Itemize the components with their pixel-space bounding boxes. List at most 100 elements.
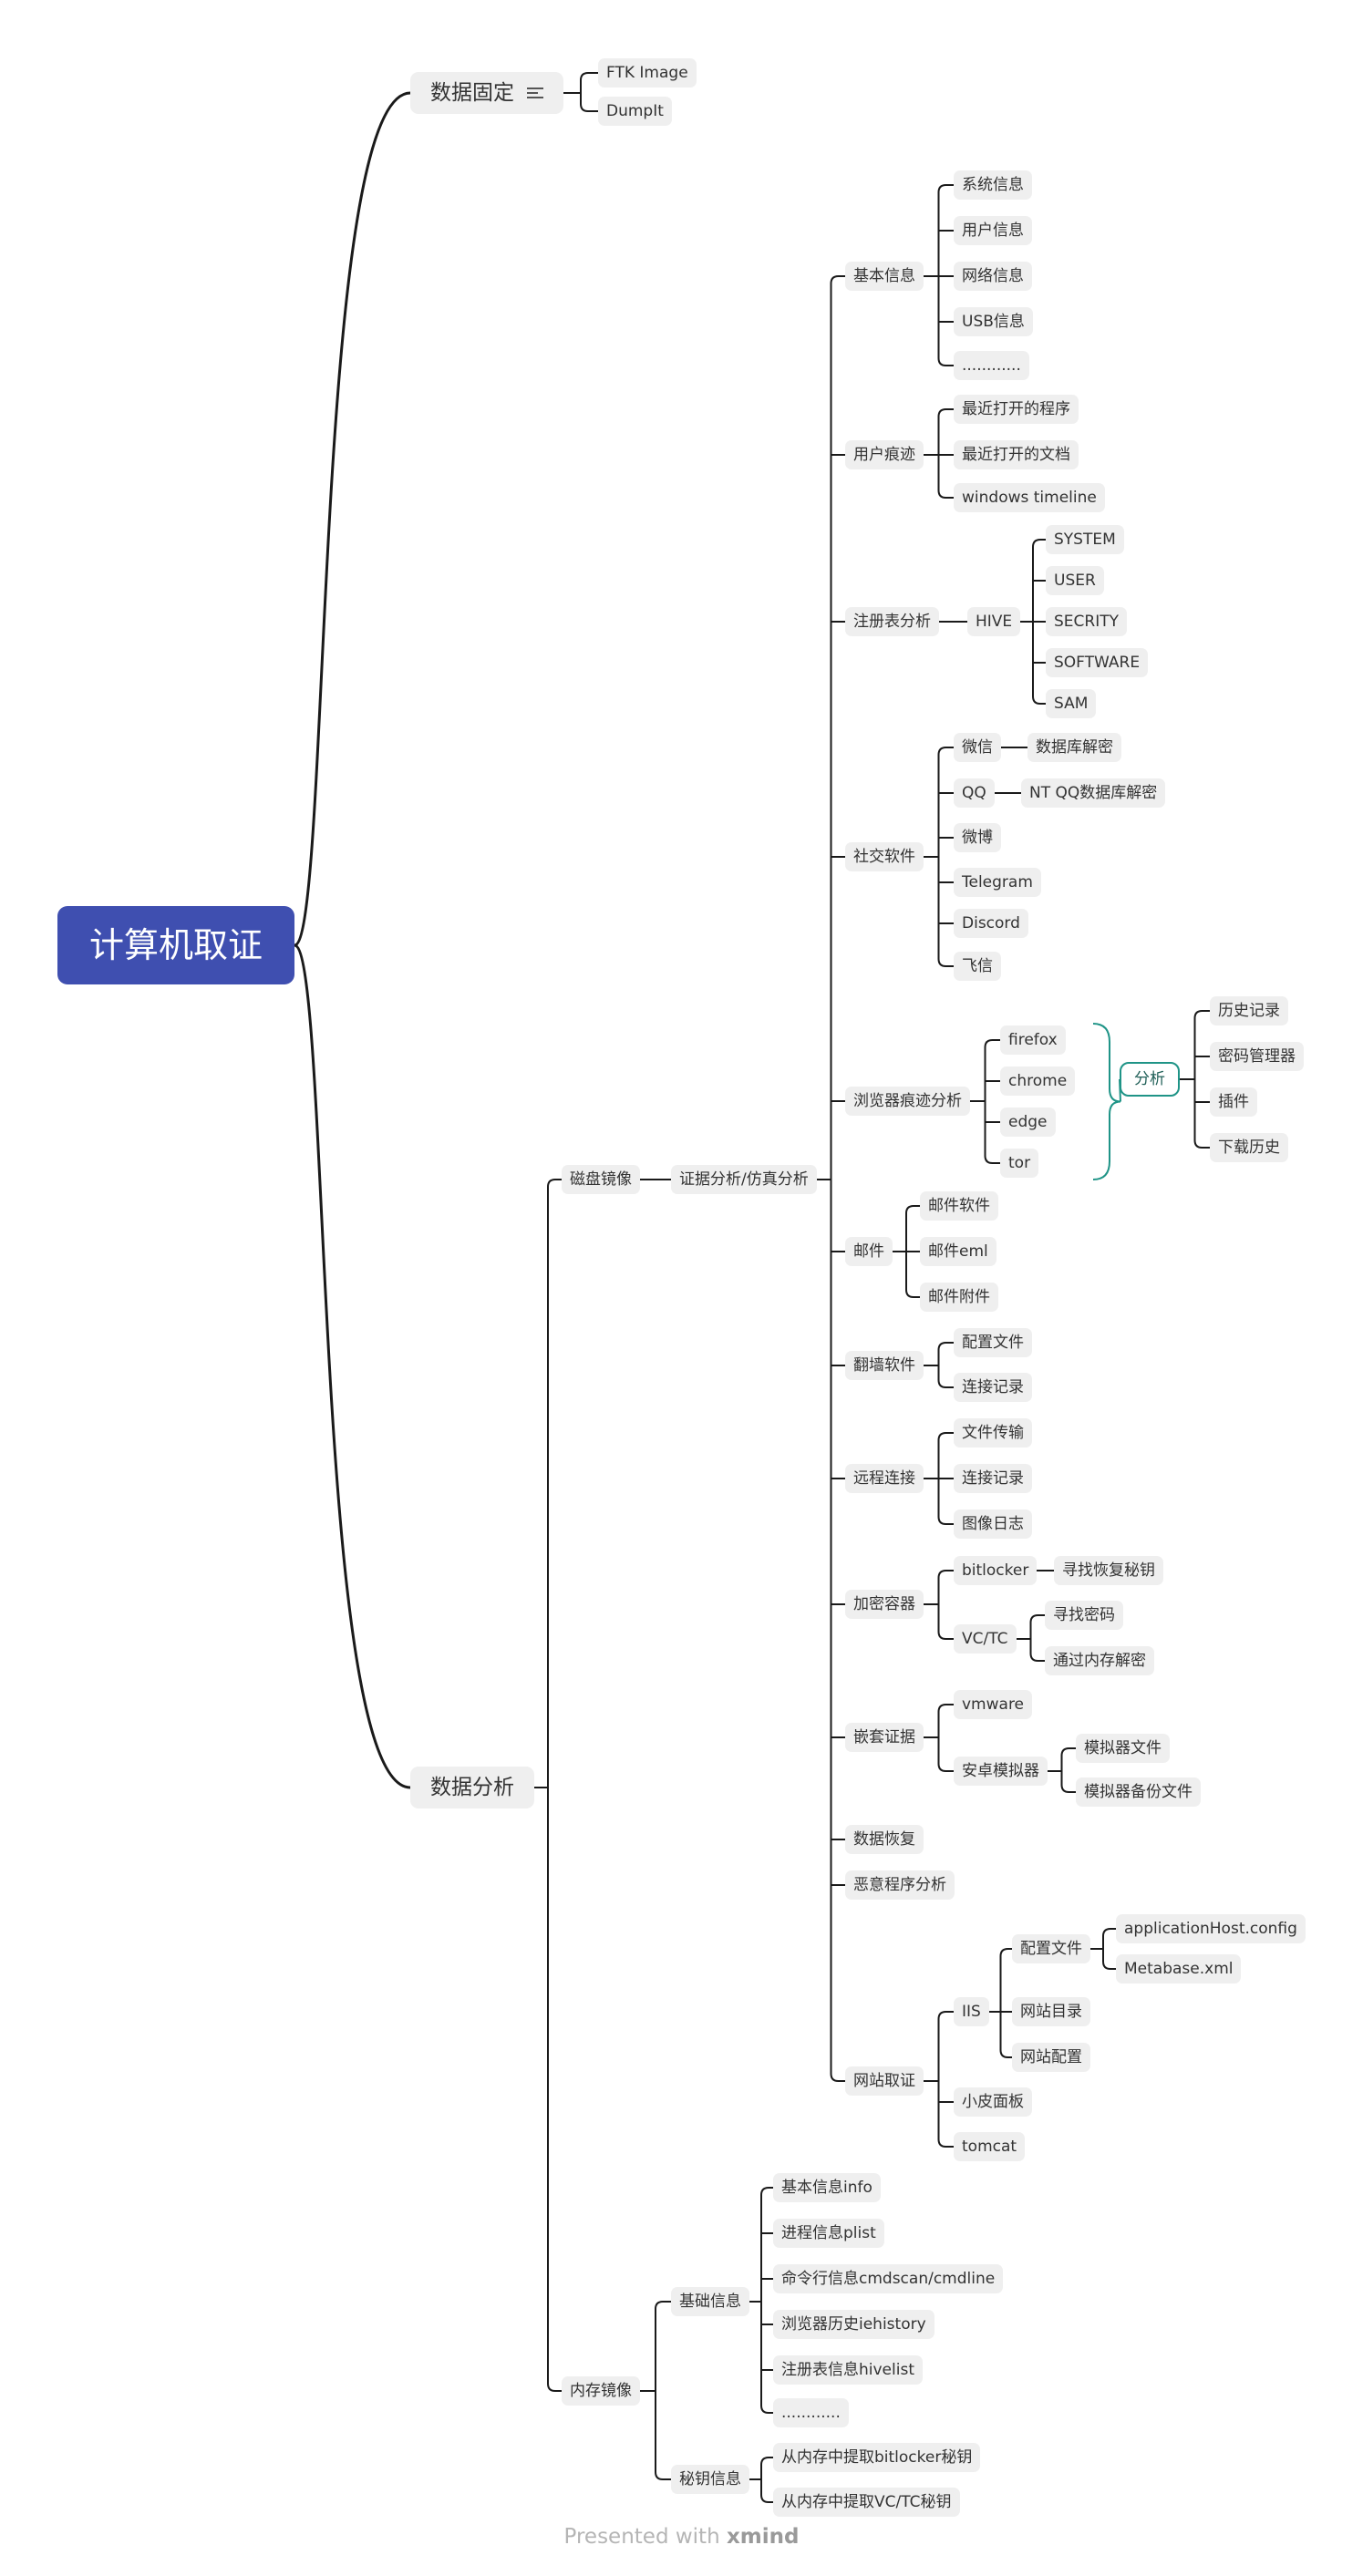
topic-vc-tc[interactable]: VC/TC xyxy=(954,1624,1017,1654)
topic-r-1-0-0-3-0[interactable]: 微信 xyxy=(954,733,1001,762)
topic-r-1-0-0-11[interactable]: 恶意程序分析 xyxy=(845,1870,955,1900)
connector-line xyxy=(937,1570,954,1579)
topic-cmdscan-cmdline[interactable]: 命令行信息cmdscan/cmdline xyxy=(773,2264,1004,2293)
topic-chrome[interactable]: chrome xyxy=(1000,1066,1076,1096)
topic-r-1-0-0-0[interactable]: 基本信息 xyxy=(845,262,924,291)
topic-iehistory[interactable]: 浏览器历史iehistory xyxy=(773,2310,934,2339)
topic-hivelist[interactable]: 注册表信息hivelist xyxy=(773,2355,923,2385)
topic-r-1-1[interactable]: 内存镜像 xyxy=(562,2376,640,2406)
central-topic[interactable]: 计算机取证 xyxy=(57,906,295,984)
topic-s[interactable]: 分析 xyxy=(1120,1062,1180,1097)
topic-r-1-0-0-7-1[interactable]: 连接记录 xyxy=(954,1464,1032,1493)
topic-qq[interactable]: QQ xyxy=(954,778,995,808)
topic-bitlocker[interactable]: 从内存中提取bitlocker秘钥 xyxy=(773,2443,981,2472)
topic-r-1-0-0-9-1-0[interactable]: 模拟器文件 xyxy=(1076,1734,1170,1763)
topic-r-1-0-0-8-1-0[interactable]: 寻找密码 xyxy=(1045,1601,1123,1630)
topic-s-2[interactable]: 插件 xyxy=(1210,1087,1257,1117)
topic-edge[interactable]: edge xyxy=(1000,1108,1056,1137)
topic-r-1-0-0-12-0-2[interactable]: 网站配置 xyxy=(1012,2043,1090,2072)
topic-label: USER xyxy=(1054,572,1096,590)
topic-telegram[interactable]: Telegram xyxy=(954,868,1041,897)
connector-line xyxy=(937,489,954,499)
topic-r-1-0-0-12-0-0[interactable]: 配置文件 xyxy=(1012,1934,1090,1963)
topic-r-1-0-0-3-2[interactable]: 微博 xyxy=(954,823,1001,852)
topic-r-1-0-0-9-1[interactable]: 安卓模拟器 xyxy=(954,1757,1048,1786)
topic-tor[interactable]: tor xyxy=(1000,1149,1039,1178)
topic-windows-timeline[interactable]: windows timeline xyxy=(954,483,1105,512)
topic-r-1-0-0-7-2[interactable]: 图像日志 xyxy=(954,1510,1032,1539)
topic-r-1-0-0-5-2[interactable]: 邮件附件 xyxy=(920,1283,998,1312)
topic-r-1-0-0-12-1[interactable]: 小皮面板 xyxy=(954,2087,1032,2117)
topic-r-1-0-0-1-0[interactable]: 最近打开的程序 xyxy=(954,395,1079,424)
topic-s-3[interactable]: 下载历史 xyxy=(1210,1133,1288,1162)
topic-firefox[interactable]: firefox xyxy=(1000,1025,1066,1055)
topic-r-1-0-0-8[interactable]: 加密容器 xyxy=(845,1590,924,1619)
topic-r-1-0-0-9[interactable]: 嵌套证据 xyxy=(845,1723,924,1752)
topic-r-1-0-0-0-4[interactable]: ............ xyxy=(954,351,1029,380)
topic-r-1-0-0-0-2[interactable]: 网络信息 xyxy=(954,262,1032,291)
topic-label: 远程连接 xyxy=(853,1469,915,1488)
topic-r-1-0-0-0-1[interactable]: 用户信息 xyxy=(954,216,1032,245)
notes-icon[interactable] xyxy=(527,87,543,100)
topic-r-1-1-1[interactable]: 秘钥信息 xyxy=(671,2465,749,2494)
topic-r-1-0-0-6-0[interactable]: 配置文件 xyxy=(954,1328,1032,1357)
connector-line xyxy=(1193,1010,1210,1019)
topic-plist[interactable]: 进程信息plist xyxy=(773,2219,884,2248)
topic-r-1-0-0-0-0[interactable]: 系统信息 xyxy=(954,170,1032,200)
topic-r-0[interactable]: 数据固定 xyxy=(410,72,563,114)
topic-r-1-0-0-2[interactable]: 注册表分析 xyxy=(845,607,939,636)
footer-prefix: Presented with xyxy=(563,2525,720,2549)
topic-r-1-0-0-5[interactable]: 邮件 xyxy=(845,1237,893,1266)
topic-label: 命令行信息cmdscan/cmdline xyxy=(781,2270,996,2288)
topic-r-1-1-0-5[interactable]: ............ xyxy=(773,2398,849,2427)
topic-r-1-0-0-12-0-1[interactable]: 网站目录 xyxy=(1012,1997,1090,2026)
topic-r-1-0-0-3-0-0[interactable]: 数据库解密 xyxy=(1027,733,1121,762)
connector-line xyxy=(937,1704,954,1713)
topic-label: 分析 xyxy=(1134,1070,1165,1088)
topic-dumpit[interactable]: DumpIt xyxy=(598,97,672,126)
topic-s-0[interactable]: 历史记录 xyxy=(1210,996,1288,1025)
topic-r-1-0-0-1[interactable]: 用户痕迹 xyxy=(845,440,924,469)
topic-r-1-0-0-3[interactable]: 社交软件 xyxy=(845,842,924,871)
topic-s-1[interactable]: 密码管理器 xyxy=(1210,1042,1304,1071)
topic-r-1-0-0-9-1-1[interactable]: 模拟器备份文件 xyxy=(1076,1777,1201,1807)
topic-r-1-0-0-1-1[interactable]: 最近打开的文档 xyxy=(954,440,1079,469)
topic-r-1-0-0-8-1-1[interactable]: 通过内存解密 xyxy=(1045,1646,1154,1675)
topic-discord[interactable]: Discord xyxy=(954,909,1028,938)
topic-r-1-0-0-8-0-0[interactable]: 寻找恢复秘钥 xyxy=(1054,1556,1163,1585)
topic-vc-tc[interactable]: 从内存中提取VC/TC秘钥 xyxy=(773,2488,960,2517)
topic-secrity[interactable]: SECRITY xyxy=(1046,607,1127,636)
topic-r-1-0-0-4[interactable]: 浏览器痕迹分析 xyxy=(845,1087,970,1116)
topic-r-1-0-0-7-0[interactable]: 文件传输 xyxy=(954,1418,1032,1448)
topic-ftk-image[interactable]: FTK Image xyxy=(598,58,697,88)
topic-system[interactable]: SYSTEM xyxy=(1046,525,1124,554)
connector-line xyxy=(655,2471,671,2480)
topic-iis[interactable]: IIS xyxy=(954,1997,989,2026)
topic-user[interactable]: USER xyxy=(1046,566,1104,595)
connector-line xyxy=(655,2301,671,2310)
topic-applicationhost-config[interactable]: applicationHost.config xyxy=(1116,1914,1306,1943)
topic-usb[interactable]: USB信息 xyxy=(954,307,1033,336)
topic-r-1-0-0-10[interactable]: 数据恢复 xyxy=(845,1825,924,1854)
topic-eml[interactable]: 邮件eml xyxy=(920,1237,996,1266)
topic-r-1-0-0-7[interactable]: 远程连接 xyxy=(845,1464,924,1493)
topic-metabase-xml[interactable]: Metabase.xml xyxy=(1116,1954,1242,1984)
topic-r-1-0[interactable]: 磁盘镜像 xyxy=(562,1165,640,1194)
topic-r-1-0-0-3-5[interactable]: 飞信 xyxy=(954,952,1001,981)
topic-r-1-0-0-12[interactable]: 网站取证 xyxy=(845,2066,924,2096)
topic-r-1-0-0[interactable]: 证据分析/仿真分析 xyxy=(671,1165,817,1194)
topic-nt-qq[interactable]: NT QQ数据库解密 xyxy=(1021,778,1166,808)
topic-r-1[interactable]: 数据分析 xyxy=(410,1767,534,1808)
topic-r-1-0-0-6-1[interactable]: 连接记录 xyxy=(954,1373,1032,1402)
topic-r-1-0-0-6[interactable]: 翻墙软件 xyxy=(845,1351,924,1380)
topic-r-1-0-0-5-0[interactable]: 邮件软件 xyxy=(920,1191,998,1221)
topic-sam[interactable]: SAM xyxy=(1046,689,1097,718)
topic-vmware[interactable]: vmware xyxy=(954,1690,1033,1719)
topic-software[interactable]: SOFTWARE xyxy=(1046,648,1149,677)
topic-hive[interactable]: HIVE xyxy=(967,607,1021,636)
topic-r-1-1-0[interactable]: 基础信息 xyxy=(671,2287,749,2316)
topic-label: 数据固定 xyxy=(430,81,514,105)
topic-bitlocker[interactable]: bitlocker xyxy=(954,1556,1038,1585)
topic-tomcat[interactable]: tomcat xyxy=(954,2132,1026,2161)
topic-info[interactable]: 基本信息info xyxy=(773,2173,881,2202)
